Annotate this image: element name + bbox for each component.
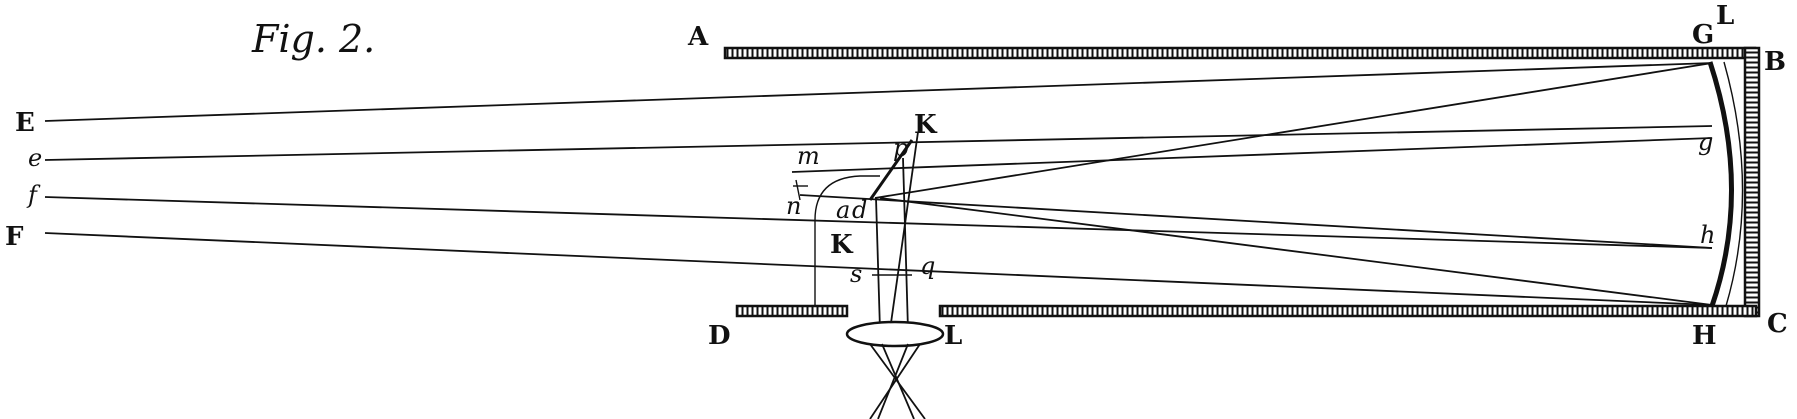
- label-B: B: [1764, 47, 1786, 77]
- label-A: A: [687, 22, 709, 52]
- label-H: H: [1692, 321, 1717, 351]
- secondary-mirror: [868, 139, 914, 201]
- label-g: g: [1698, 128, 1713, 156]
- label-C: C: [1767, 309, 1788, 339]
- reflected-ray-G: [874, 62, 1713, 199]
- ray-E: [44, 62, 1713, 122]
- reflected-ray-g: [791, 137, 1713, 173]
- vertical-ray-left: [875, 197, 881, 331]
- label-p: p: [893, 134, 908, 162]
- ray-e: [44, 125, 1713, 161]
- label-K-mid: K: [830, 230, 854, 260]
- support-stem: [795, 179, 801, 201]
- label-q: q: [920, 252, 935, 280]
- label-f: f: [26, 181, 41, 209]
- eye-ray-4: [877, 343, 909, 419]
- label-D: D: [708, 321, 731, 351]
- mirror-inner-edge: [1723, 61, 1744, 307]
- vertical-ray-right: [902, 157, 909, 331]
- label-E: E: [15, 108, 35, 138]
- reflected-ray-h: [799, 194, 1713, 249]
- tube-bottom-wall-right: [938, 304, 1758, 318]
- label-n: n: [786, 192, 801, 220]
- reflected-ray-H: [879, 197, 1713, 306]
- label-F: F: [5, 222, 24, 252]
- tube-bottom-wall-left: [735, 304, 849, 318]
- concave-mirror: [1707, 61, 1734, 307]
- label-s: s: [850, 260, 862, 288]
- label-G: G: [1692, 20, 1714, 50]
- label-K-top: K: [914, 110, 938, 140]
- eye-ray-2: [869, 343, 921, 419]
- figure-title: Fig. 2.: [251, 17, 375, 61]
- eye-ray-3: [881, 343, 915, 419]
- label-e: e: [28, 144, 42, 172]
- label-a: a: [836, 196, 850, 224]
- label-L-top: L: [1716, 1, 1734, 31]
- tube-top-wall: [723, 46, 1757, 60]
- tube-end-wall: [1743, 46, 1761, 318]
- secondary-support: [814, 175, 880, 306]
- eyepiece-lens: [845, 320, 945, 348]
- label-h: h: [1700, 221, 1715, 249]
- label-L-bottom: L: [944, 321, 962, 351]
- ray-f: [44, 196, 1713, 249]
- label-m: m: [797, 142, 820, 170]
- diag-ray: [889, 131, 919, 331]
- label-d: d: [852, 196, 867, 224]
